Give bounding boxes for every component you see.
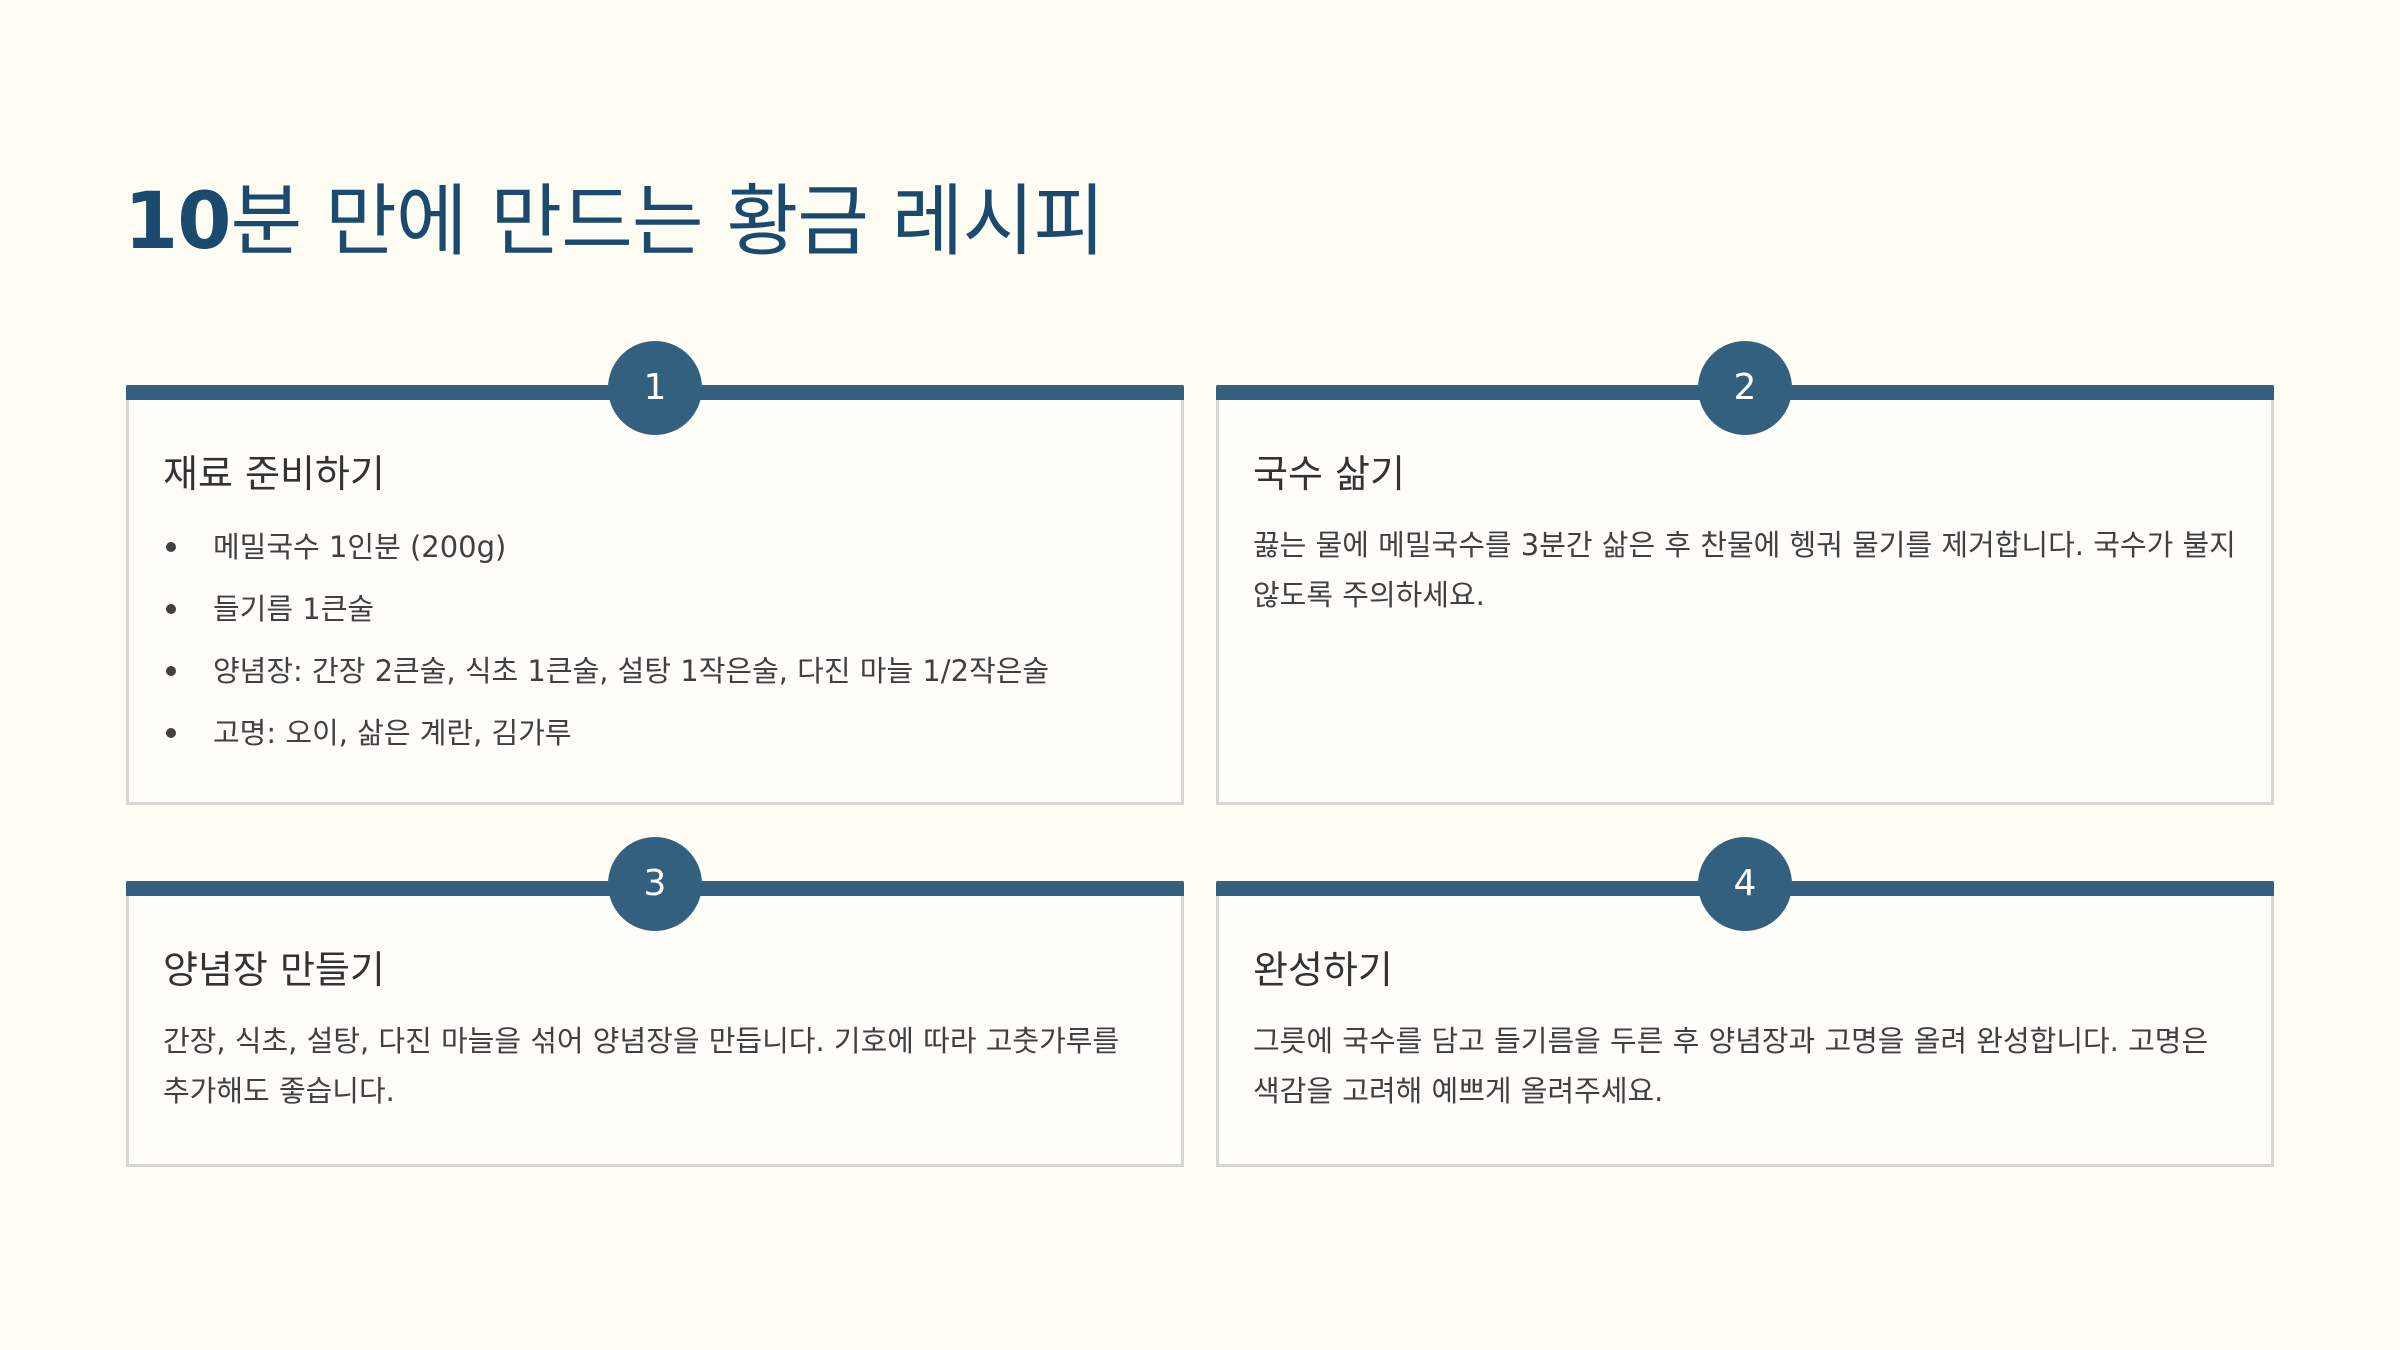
page-title-text: 분 만에 만드는 황금 레시피 <box>230 177 1106 267</box>
step-number-badge: 4 <box>1698 837 1792 931</box>
step-card-body: 양념장 만들기 간장, 식초, 설탕, 다진 마늘을 섞어 양념장을 만듭니다.… <box>163 896 1147 1116</box>
step-card-3: 3 양념장 만들기 간장, 식초, 설탕, 다진 마늘을 섞어 양념장을 만듭니… <box>126 837 1184 1167</box>
step-title: 재료 준비하기 <box>163 452 385 496</box>
step-title: 양념장 만들기 <box>163 948 385 992</box>
step-description: 간장, 식초, 설탕, 다진 마늘을 섞어 양념장을 만듭니다. 기호에 따라 … <box>163 1023 1120 1108</box>
list-item: 고명: 오이, 삶은 계란, 김가루 <box>163 702 1147 764</box>
step-card-body: 재료 준비하기 메밀국수 1인분 (200g) 들기름 1큰술 양념장: 간장 … <box>163 400 1147 764</box>
list-item-text: 양념장: 간장 2큰술, 식초 1큰술, 설탕 1작은술, 다진 마늘 1/2작… <box>213 653 1050 688</box>
page-title: 10분 만에 만드는 황금 레시피 <box>124 177 1106 267</box>
step-description: 그릇에 국수를 담고 들기름을 두른 후 양념장과 고명을 올려 완성합니다. … <box>1253 1023 2209 1108</box>
bullet-icon <box>166 603 176 614</box>
list-item-text: 메밀국수 1인분 (200g) <box>213 529 507 564</box>
step-card-body: 완성하기 그릇에 국수를 담고 들기름을 두른 후 양념장과 고명을 올려 완성… <box>1253 896 2237 1116</box>
list-item: 양념장: 간장 2큰술, 식초 1큰술, 설탕 1작은술, 다진 마늘 1/2작… <box>163 640 1147 702</box>
bullet-icon <box>166 727 176 738</box>
step-title: 국수 삶기 <box>1253 452 1405 496</box>
step-card-1: 1 재료 준비하기 메밀국수 1인분 (200g) 들기름 1큰술 양념장: 간… <box>126 341 1184 805</box>
step-number-badge: 2 <box>1698 341 1792 435</box>
list-item-text: 고명: 오이, 삶은 계란, 김가루 <box>213 715 572 750</box>
list-item-text: 들기름 1큰술 <box>213 591 375 626</box>
list-item: 들기름 1큰술 <box>163 578 1147 640</box>
step-card-2: 2 국수 삶기 끓는 물에 메밀국수를 3분간 삶은 후 찬물에 헹궈 물기를 … <box>1216 341 2274 805</box>
step-card-body: 국수 삶기 끓는 물에 메밀국수를 3분간 삶은 후 찬물에 헹궈 물기를 제거… <box>1253 400 2237 620</box>
step-description: 끓는 물에 메밀국수를 3분간 삶은 후 찬물에 헹궈 물기를 제거합니다. 국… <box>1253 527 2236 612</box>
bullet-icon <box>166 665 176 676</box>
step-number-badge: 3 <box>608 837 702 931</box>
bullet-icon <box>166 541 176 552</box>
list-item: 메밀국수 1인분 (200g) <box>163 516 1147 578</box>
step-card-4: 4 완성하기 그릇에 국수를 담고 들기름을 두른 후 양념장과 고명을 올려 … <box>1216 837 2274 1167</box>
ingredient-list: 메밀국수 1인분 (200g) 들기름 1큰술 양념장: 간장 2큰술, 식초 … <box>163 516 1147 764</box>
step-title: 완성하기 <box>1253 948 1393 992</box>
step-number-badge: 1 <box>608 341 702 435</box>
page-title-number: 10 <box>124 177 232 267</box>
